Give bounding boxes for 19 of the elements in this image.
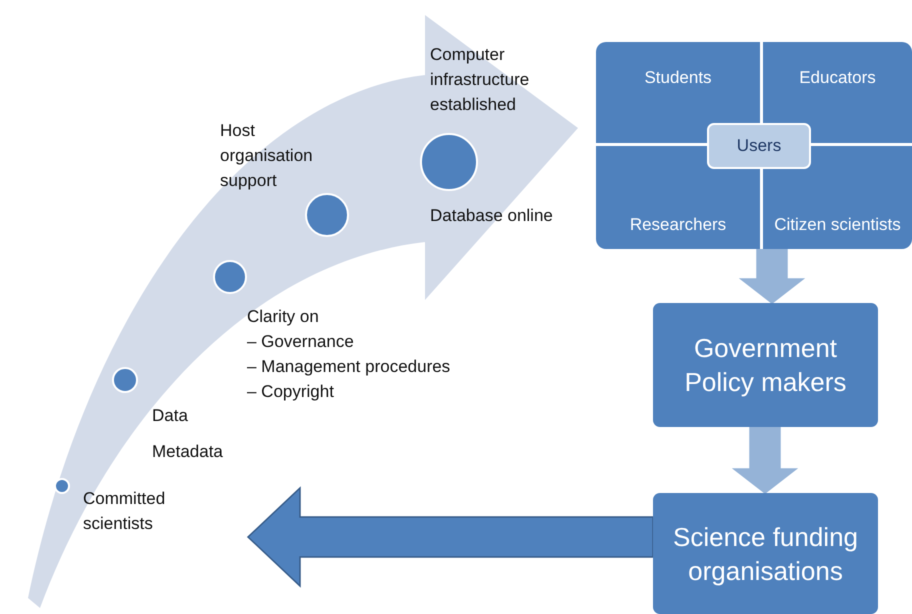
block-arrow (732, 426, 798, 494)
users-panel (596, 42, 912, 249)
milestone-label: Host organisation support (220, 120, 314, 192)
block-arrow (246, 486, 654, 588)
milestone-label: Committed scientists (83, 488, 166, 535)
milestone-label: – Copyright (247, 381, 335, 403)
milestone-label: Database online (430, 205, 554, 227)
block-arrow (738, 248, 806, 304)
milestone-label: Clarity on (247, 306, 320, 328)
milestone-label: – Governance (247, 331, 355, 353)
user-group-tile: Educators (763, 42, 912, 143)
process-box: Government Policy makers (653, 303, 878, 427)
milestone-label: Data (152, 405, 189, 427)
milestone-label: Computer infrastructure established (430, 44, 530, 116)
process-box: Science funding organisations (653, 493, 878, 614)
milestone-label: – Management procedures (247, 356, 452, 378)
milestone-label: Metadata (152, 441, 224, 463)
milestone-dot (54, 478, 70, 494)
users-hub-box: Users (707, 123, 811, 169)
